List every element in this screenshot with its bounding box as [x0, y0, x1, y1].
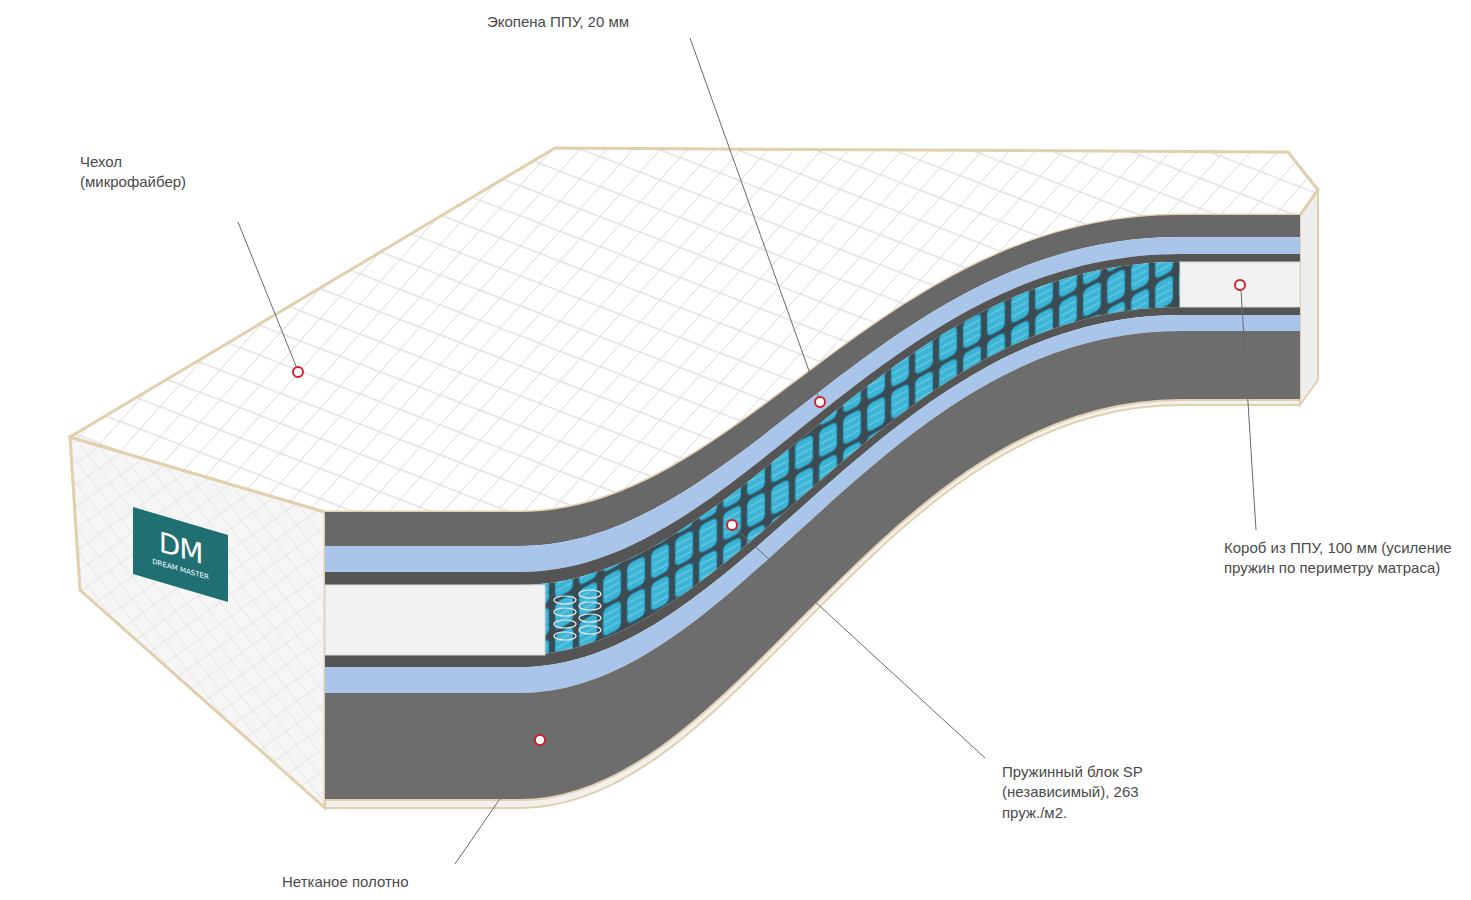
leader-line [238, 222, 296, 366]
leader-line [690, 38, 818, 396]
callout-dot [1235, 280, 1245, 290]
foam-box [1180, 262, 1300, 307]
leader-line [1241, 291, 1256, 530]
part-label: Пружинный блок SP (независимый), 263 пру… [1002, 762, 1177, 823]
callout-dot [815, 397, 825, 407]
end-face [1300, 190, 1318, 405]
mattress-body [70, 148, 1318, 808]
part-label: Чехол (микрофайбер) [80, 152, 210, 193]
leader-line [455, 745, 537, 864]
cover-bottom [325, 400, 1300, 808]
foam-box [325, 585, 545, 655]
coil-springs [554, 590, 601, 640]
callout-dot [727, 520, 737, 530]
logo-plate [133, 507, 228, 602]
leader-line [736, 529, 985, 758]
part-label: Короб из ППУ, 100 мм (усиление пружин по… [1224, 538, 1462, 579]
callout-dots [293, 280, 1245, 745]
part-label: Нетканое полотно [282, 872, 408, 892]
callout-dot [535, 735, 545, 745]
leader-lines [238, 38, 1256, 864]
part-label: Экопена ППУ, 20 мм [487, 12, 629, 32]
callout-dot [293, 367, 303, 377]
